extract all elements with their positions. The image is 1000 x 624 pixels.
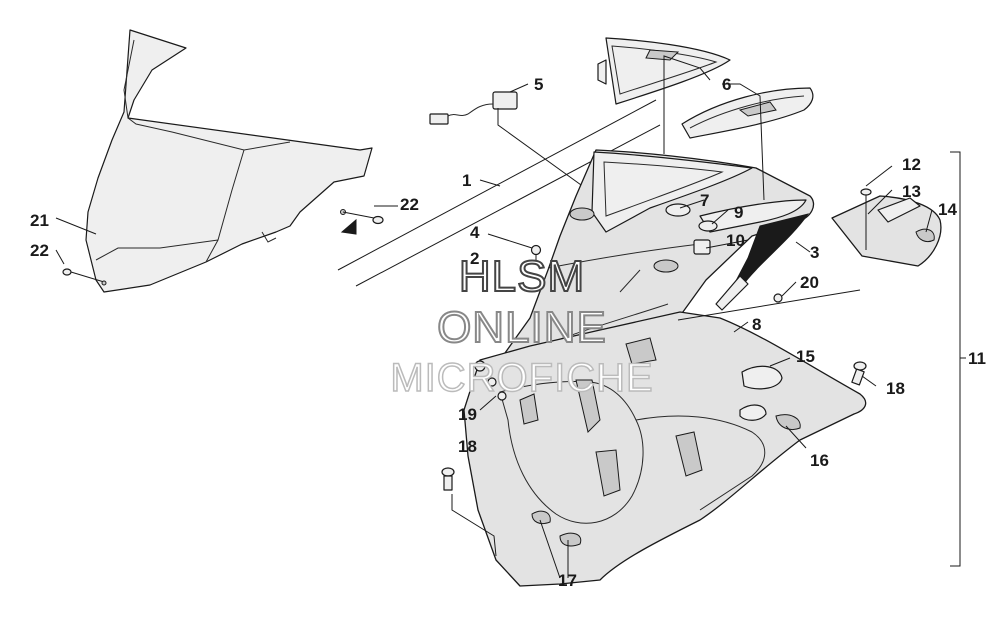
windshield-screws — [62, 209, 384, 286]
callout-9: 9 — [734, 203, 743, 222]
callout-22-left: 22 — [30, 241, 49, 260]
callout-18-right: 18 — [886, 379, 905, 398]
callout-14: 14 — [938, 200, 957, 219]
callout-1: 1 — [462, 171, 471, 190]
callout-11: 11 — [968, 349, 986, 368]
callout-18-left: 18 — [458, 437, 477, 456]
callout-19: 19 — [458, 405, 477, 424]
callout-2: 2 — [470, 249, 479, 268]
callout-3: 3 — [810, 243, 819, 262]
callout-22-right: 22 — [400, 195, 419, 214]
lower-body — [463, 311, 867, 587]
callout-7: 7 — [700, 191, 709, 210]
mounting-bracket — [831, 188, 942, 267]
lens-lower — [681, 87, 814, 139]
callout-15: 15 — [796, 347, 815, 366]
callout-16: 16 — [810, 451, 829, 470]
callout-21: 21 — [30, 211, 49, 230]
callout-labels: 1 2 3 4 5 6 7 8 9 10 11 12 13 14 15 16 1… — [30, 75, 986, 590]
windshield — [85, 29, 373, 293]
leader-lines — [55, 55, 933, 579]
side-strip — [715, 213, 811, 311]
callout-12: 12 — [902, 155, 921, 174]
callout-17: 17 — [558, 571, 577, 590]
callout-20: 20 — [800, 273, 819, 292]
grommet-group — [474, 360, 507, 401]
callout-4: 4 — [470, 223, 480, 242]
upper-hood — [499, 149, 815, 367]
callout-5: 5 — [534, 75, 543, 94]
lens-upper — [597, 37, 731, 105]
callout-8: 8 — [752, 315, 761, 334]
wiring-harness — [429, 91, 589, 191]
callout-10: 10 — [726, 231, 745, 250]
callout-6: 6 — [722, 75, 731, 94]
mounting-bolts — [441, 361, 867, 491]
callout-13: 13 — [902, 182, 921, 201]
